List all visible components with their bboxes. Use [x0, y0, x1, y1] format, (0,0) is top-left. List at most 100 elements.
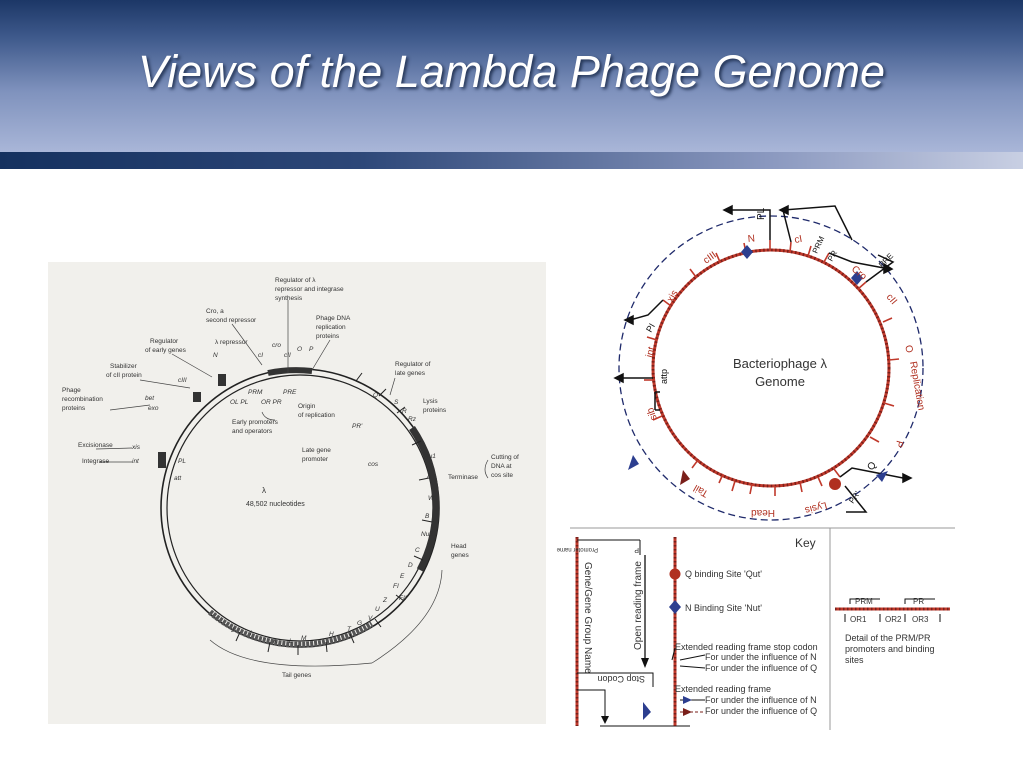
q-site: [829, 478, 841, 490]
r-gene-P: P: [892, 439, 904, 449]
gene-M: M: [301, 635, 307, 642]
arrow-PI: [629, 299, 664, 321]
gene-Rz: Rz: [408, 416, 417, 423]
gene-K: K: [273, 638, 278, 645]
gene-FII: FII: [399, 595, 407, 602]
arrow-PR: [828, 252, 885, 269]
gene-int: int: [132, 458, 140, 465]
key-q-symbol: [669, 568, 681, 580]
detail-PRM: PRM: [855, 597, 873, 606]
key-under-q2: For under the influence of Q: [705, 706, 817, 716]
label-late-promoter: Late gene promoter: [302, 447, 333, 463]
gene-O: O: [297, 346, 302, 353]
block-head: [409, 426, 440, 572]
arrow-tail: [680, 470, 690, 485]
arrow-sib: [628, 455, 639, 470]
r-gene-attp: attp: [659, 369, 669, 384]
label-early-promoters: Early promoters and operators: [232, 419, 280, 435]
gene-I: I: [250, 630, 252, 637]
label-lambda-repressor: λ repressor: [215, 339, 248, 346]
r-gene-O: O: [902, 344, 915, 355]
key-orf: Open reading frame: [633, 561, 644, 650]
label-regulator-repressor: Regulator of λ repressor and integrase s…: [275, 277, 345, 302]
gene-Q: Q: [373, 392, 378, 399]
block-bet: [193, 392, 201, 402]
right-center-sub: Genome: [755, 374, 805, 389]
label-regulator-late: Regulator of late genes: [395, 361, 432, 377]
gene-Nu3: Nu3: [421, 531, 433, 538]
label-phage-recomb: Phage recombination proteins: [62, 387, 105, 412]
detail-OR1: OR1: [850, 615, 867, 624]
gene-A: A: [426, 473, 431, 480]
gene-cI: cI: [258, 352, 263, 359]
gene-cII: cII: [284, 352, 291, 359]
r-gene-N: N: [747, 233, 755, 245]
r-gene-PL: PL: [756, 207, 767, 220]
gene-P: P: [309, 346, 314, 353]
r-gene-Head: Head: [751, 507, 775, 518]
key-under-n: For under the influence of N: [705, 652, 817, 662]
label-lysis-proteins: Lysis proteins: [423, 398, 447, 414]
block-replication: [267, 367, 313, 376]
label-head-genes: Head genes: [451, 543, 469, 559]
key-n-symbol: [669, 600, 681, 614]
gene-cIII: cIII: [178, 377, 187, 384]
arrow-PR2: [844, 485, 868, 513]
gene-G: G: [357, 620, 362, 627]
label-terminase: Terminase: [448, 474, 478, 481]
gene-OLPL: OL PL: [230, 399, 249, 406]
gene-xis: xis: [131, 444, 141, 451]
header-bar: [0, 152, 1023, 169]
r-gene-int: int: [644, 346, 657, 359]
label-stabilizer: Stabilizer of cII protein: [106, 363, 142, 379]
center-lambda: λ: [262, 486, 266, 495]
gene-FI: FI: [393, 583, 399, 590]
gene-N: N: [213, 352, 218, 359]
arrow-cI: [782, 205, 853, 243]
label-integrase: Integrase: [82, 458, 109, 465]
label-cutting: Cutting of DNA at cos site: [491, 454, 521, 479]
gene-B: B: [425, 513, 430, 520]
key-P: P: [634, 546, 639, 553]
gene-U: U: [375, 606, 380, 613]
gene-T: T: [347, 626, 352, 633]
gene-R: R: [402, 408, 407, 415]
key-group-name: Gene/Gene Group Name: [582, 562, 593, 674]
detail-OR3: OR3: [912, 615, 929, 624]
gene-Nu1: Nu1: [424, 453, 436, 460]
label-regulator-early: Regulator of early genes: [145, 338, 187, 354]
label-cro: Cro, a second repressor: [206, 308, 257, 324]
gene-Z: Z: [382, 597, 388, 604]
center-nucleotides: 48,502 nucleotides: [246, 501, 305, 508]
arrow-PRE: [865, 254, 895, 283]
gene-cos: cos: [368, 461, 379, 468]
gene-S: S: [394, 399, 399, 406]
gene-att: att: [174, 475, 182, 482]
gene-E: E: [400, 573, 405, 580]
gene-bet: bet: [145, 395, 155, 402]
r-gene-sib: sib: [645, 406, 660, 422]
label-tail-genes: Tail genes: [282, 672, 312, 679]
gene-L: L: [289, 638, 293, 645]
key-title: Key: [795, 536, 816, 550]
detail-caption: Detail of the PRM/PR promoters and bindi…: [845, 633, 937, 665]
block-cIII: [218, 374, 226, 386]
detail-OR2: OR2: [885, 615, 902, 624]
n-site-top: [741, 245, 753, 259]
key-stop: Stop Codon: [597, 674, 645, 684]
slide-title: Views of the Lambda Phage Genome: [137, 46, 886, 97]
gene-W: W: [428, 495, 435, 502]
gene-PRE: PRE: [283, 389, 297, 396]
gene-H: H: [329, 631, 334, 638]
arrow-Q-ext: [876, 471, 888, 482]
gene-C: C: [415, 547, 420, 554]
key-ext-stop: Extended reading frame stop codon: [675, 642, 818, 652]
key-q-site: Q binding Site 'Qut': [685, 569, 762, 579]
attp-box: [654, 391, 660, 411]
block-tail: [208, 609, 374, 648]
gene-J: J: [230, 627, 235, 634]
slide-header: [0, 0, 1023, 152]
